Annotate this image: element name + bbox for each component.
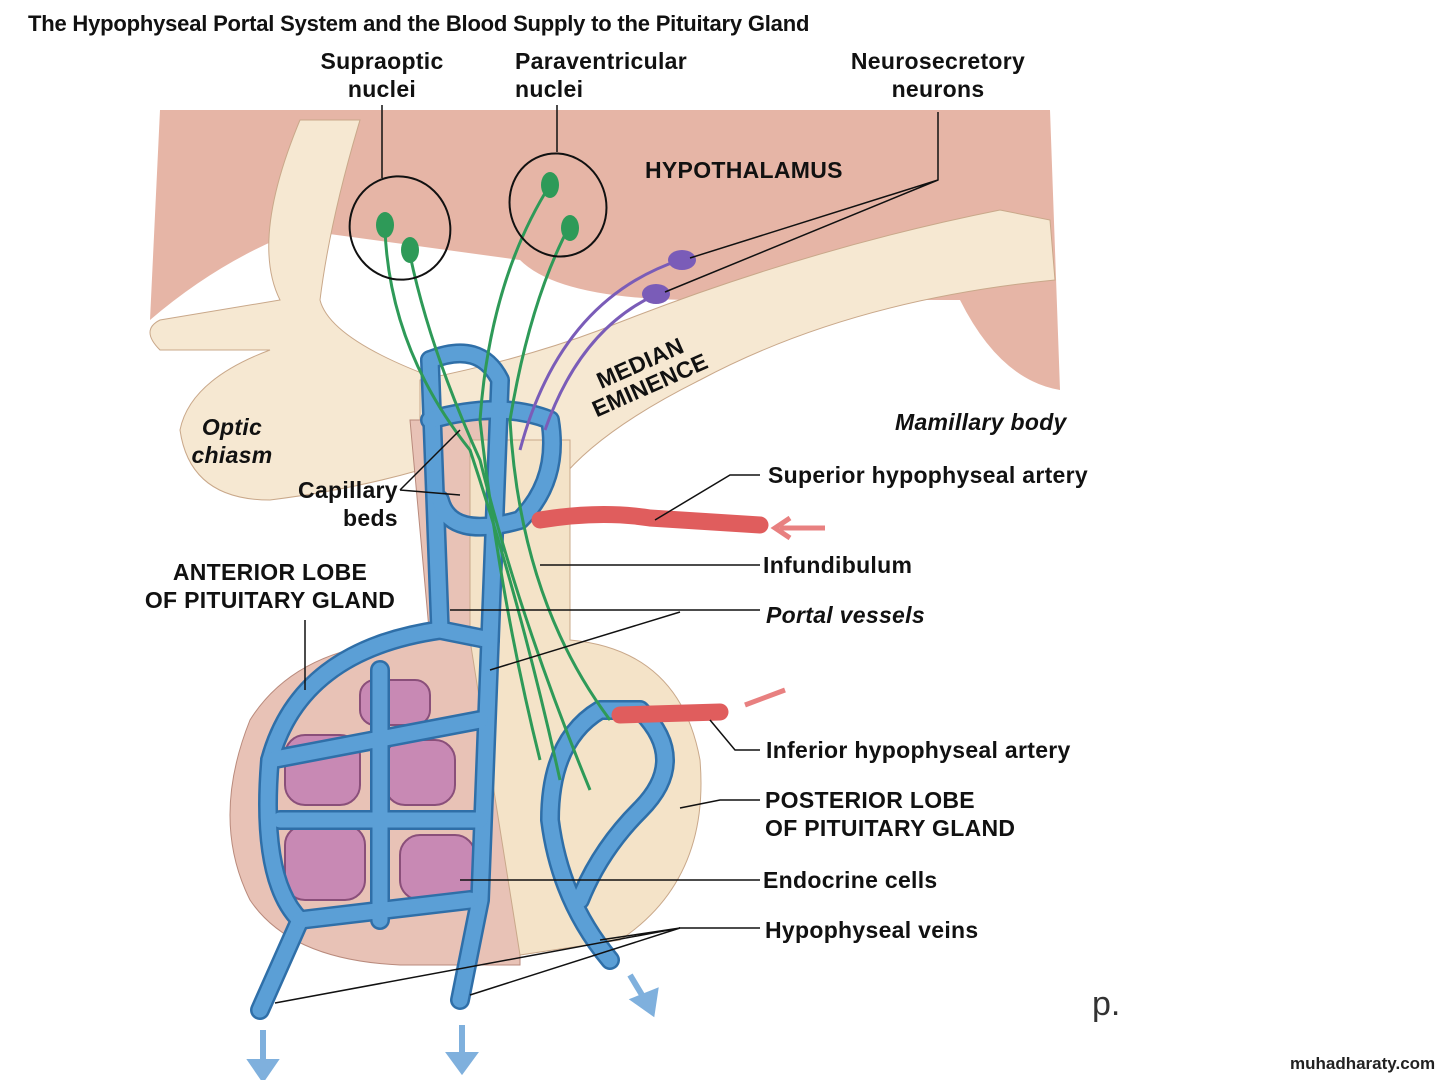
neuron-cell-bodies xyxy=(376,172,579,263)
label-superior-hypophyseal-artery: Superior hypophyseal artery xyxy=(768,462,1088,488)
optic-chiasm-shape xyxy=(149,119,441,501)
supraoptic-neurons xyxy=(383,184,612,791)
page-mark: p. xyxy=(1092,985,1121,1023)
label-line: ANTERIOR LOBE xyxy=(172,559,368,585)
label-paraventricular-nuclei: Paraventricular nuclei xyxy=(515,47,687,103)
label-portal-vessels: Portal vessels xyxy=(766,602,925,628)
label-line: OF PITUITARY GLAND xyxy=(144,587,396,613)
label-line: Supraoptic xyxy=(320,48,444,74)
label-anterior-lobe: ANTERIOR LOBE OF PITUITARY GLAND xyxy=(125,558,415,614)
label-endocrine-cells: Endocrine cells xyxy=(763,867,938,893)
superior-hypophyseal-artery xyxy=(531,505,769,534)
label-inferior-hypophyseal-artery: Inferior hypophyseal artery xyxy=(766,737,1071,763)
label-posterior-lobe: POSTERIOR LOBE OF PITUITARY GLAND xyxy=(765,786,1015,842)
supraoptic-nuclei-outline xyxy=(348,175,452,281)
label-hypothalamus: HYPOTHALAMUS xyxy=(645,157,843,183)
label-line: nuclei xyxy=(347,76,417,102)
label-line: chiasm xyxy=(191,442,273,468)
watermark: muhadharaty.com xyxy=(1290,1054,1436,1073)
label-line: beds xyxy=(343,505,398,531)
label-capillary-beds: Capillary beds xyxy=(291,476,398,532)
portal-vessels-fill xyxy=(252,345,673,1018)
label-line: Capillary xyxy=(298,477,398,503)
inferior-hypophyseal-artery xyxy=(611,703,729,724)
label-optic-chiasm: Optic chiasm xyxy=(180,413,284,469)
vein-arrows xyxy=(246,973,659,1080)
diagram-title: The Hypophyseal Portal System and the Bl… xyxy=(28,11,810,36)
label-line: nuclei xyxy=(515,76,584,102)
median-eminence-shape xyxy=(419,209,1056,481)
label-hypophyseal-veins: Hypophyseal veins xyxy=(765,917,979,943)
label-line: Paraventricular xyxy=(515,48,687,74)
label-line: Neurosecretory xyxy=(850,48,1026,74)
label-line: OF PITUITARY GLAND xyxy=(765,815,1016,841)
posterior-lobe-shape xyxy=(469,439,702,956)
neurosecretory-neurons xyxy=(518,258,681,451)
label-line: neurons xyxy=(891,76,985,102)
hypothalamus-region xyxy=(150,110,1060,390)
artery-arrows xyxy=(744,515,825,708)
label-line: POSTERIOR LOBE xyxy=(765,787,975,813)
label-neurosecretory-neurons: Neurosecretory neurons xyxy=(838,47,1038,103)
label-infundibulum: Infundibulum xyxy=(763,552,913,578)
label-line: Optic xyxy=(201,414,263,440)
leader-lines xyxy=(274,105,939,1004)
label-supraoptic-nuclei: Supraoptic nuclei xyxy=(300,47,464,103)
label-mamillary-body: Mamillary body xyxy=(895,409,1067,435)
paraventricular-nuclei-outline xyxy=(508,152,608,258)
